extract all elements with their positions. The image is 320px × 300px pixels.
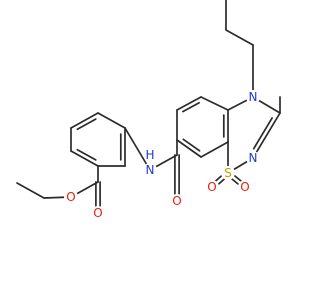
bond-methyl-ethyl: [16, 182, 45, 199]
atom-s-sulfonyl-label: S: [224, 166, 232, 180]
atom-o-sulfonyl-right: O: [238, 180, 252, 194]
atom-h-amide-label: H: [145, 148, 154, 162]
bond-ring-f: [176, 139, 202, 158]
atom-o-sulfonyl-left: O: [205, 180, 219, 194]
bond-ring-nh: [124, 127, 151, 171]
atom-n-ring-imine-label: N: [249, 151, 258, 165]
atom-n-amide-label: N: [146, 163, 155, 177]
bond-c-n-imine-double-inner: [252, 117, 273, 150]
atom-o-ester-ether: O: [64, 190, 78, 204]
atom-o-ester-carbonyl: O: [91, 206, 105, 220]
atom-o-amide-carbonyl-label: O: [172, 194, 181, 208]
atom-n-amide: N: [143, 163, 157, 177]
bond-benz-6-inner: [76, 148, 97, 161]
atom-o-ester-ether-label: O: [66, 190, 75, 204]
atom-o-sulfonyl-right-label: O: [240, 180, 249, 194]
atom-label-layer: O O N H O N N: [64, 90, 260, 220]
bond-ring-b-inner: [181, 101, 201, 113]
atom-o-amide-carbonyl: O: [170, 194, 184, 208]
structure-canvas: O O N H O N N: [16, 0, 281, 220]
atom-n-ring-propyl-label: N: [249, 90, 258, 104]
bond-propyl-chain-2: [225, 29, 254, 46]
bond-benz-3: [97, 112, 126, 129]
bond-ring-f-inner: [182, 138, 201, 152]
atom-s-sulfonyl: S: [221, 166, 235, 180]
bond-ring-c: [200, 96, 229, 111]
atom-n-ring-imine: N: [246, 151, 260, 165]
bond-ring-b: [176, 96, 202, 111]
atom-o-ester-carbonyl-label: O: [93, 206, 102, 220]
bond-benz-4: [70, 112, 99, 129]
molecule-structure: O O N H O N N: [16, 0, 281, 220]
bond-ring-e: [200, 141, 229, 158]
atom-n-ring-propyl: N: [246, 90, 260, 104]
bond-c-n-imine-double: [252, 112, 281, 159]
atom-h-amide: H: [144, 148, 156, 162]
bond-benz-6: [70, 150, 99, 167]
atom-o-sulfonyl-left-label: O: [207, 180, 216, 194]
bond-benz-4-inner: [76, 118, 97, 131]
